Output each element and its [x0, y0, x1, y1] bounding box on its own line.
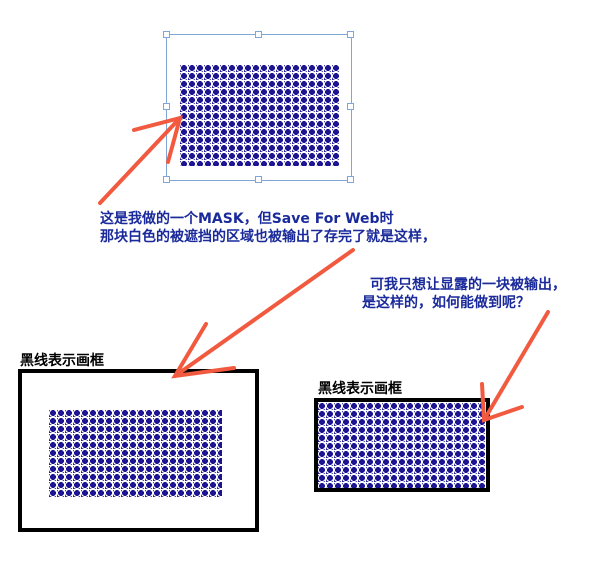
mask-note-line-1: 这是我做的一个MASK，但Save For Web时 — [100, 211, 394, 227]
arrow-to-desired-icon — [482, 310, 550, 422]
arrow-to-export-icon — [173, 248, 355, 378]
desired-pattern-image — [318, 402, 486, 488]
selection-handle-top-right[interactable] — [347, 31, 354, 38]
exported-artboard-frame — [18, 369, 259, 532]
right-frame-label: 黑线表示画框 — [318, 381, 402, 397]
selection-handle-top-left[interactable] — [163, 31, 170, 38]
arrow-to-mask-head-icon — [132, 115, 183, 164]
selection-handle-bottom-left[interactable] — [163, 176, 170, 183]
selection-handle-middle-right[interactable] — [347, 103, 354, 110]
arrow-to-mask-icon — [98, 116, 182, 205]
mask-note-line-2: 那块白色的被遮挡的区域也被输出了存完了就是这样， — [100, 229, 436, 245]
question-line-1: 可我只想让显露的一块被输出， — [370, 277, 566, 293]
arrow-to-desired-head-icon — [480, 382, 524, 423]
selection-handle-bottom-right[interactable] — [347, 176, 354, 183]
selection-handle-middle-left[interactable] — [163, 103, 170, 110]
left-frame-label: 黑线表示画框 — [20, 353, 104, 369]
question-line-2: 是这样的，如何能做到呢？ — [362, 295, 530, 311]
desired-artboard-frame — [314, 398, 490, 492]
arrow-to-export-head-icon — [171, 322, 236, 379]
selection-handle-bottom-middle[interactable] — [255, 176, 262, 183]
masked-pattern-image — [180, 64, 340, 166]
exported-pattern-image — [49, 409, 222, 497]
selection-handle-top-middle[interactable] — [255, 31, 262, 38]
